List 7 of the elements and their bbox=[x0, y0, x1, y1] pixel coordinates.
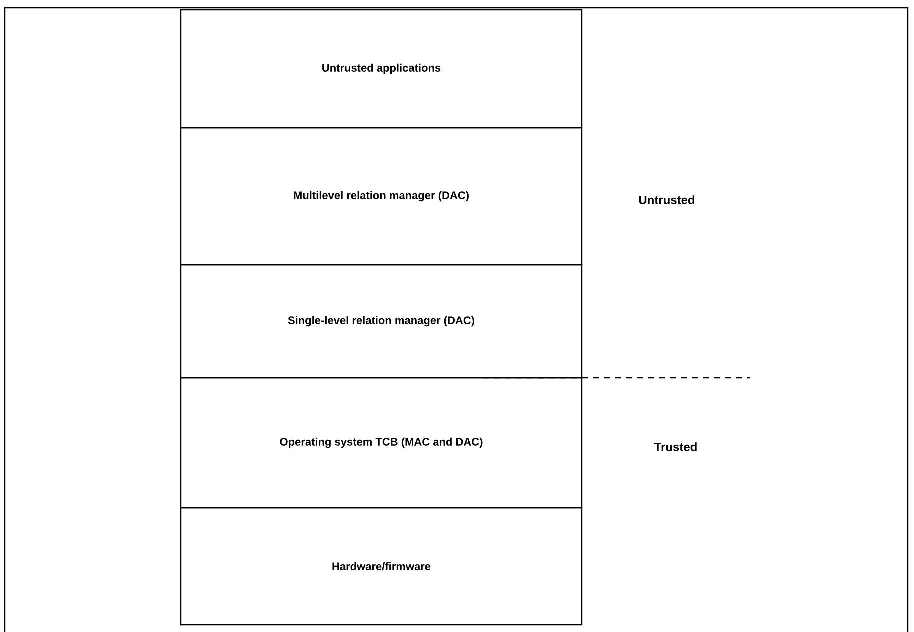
layer-box: Single-level relation manager (DAC) bbox=[180, 264, 583, 379]
layer-box: Operating system TCB (MAC and DAC) bbox=[180, 377, 583, 509]
layer-box: Hardware/firmware bbox=[180, 507, 583, 626]
zone-label: Trusted bbox=[654, 442, 697, 452]
layer-box: Untrusted applications bbox=[180, 9, 583, 129]
layer-box: Multilevel relation manager (DAC) bbox=[180, 127, 583, 266]
zone-label: Untrusted bbox=[639, 196, 695, 204]
